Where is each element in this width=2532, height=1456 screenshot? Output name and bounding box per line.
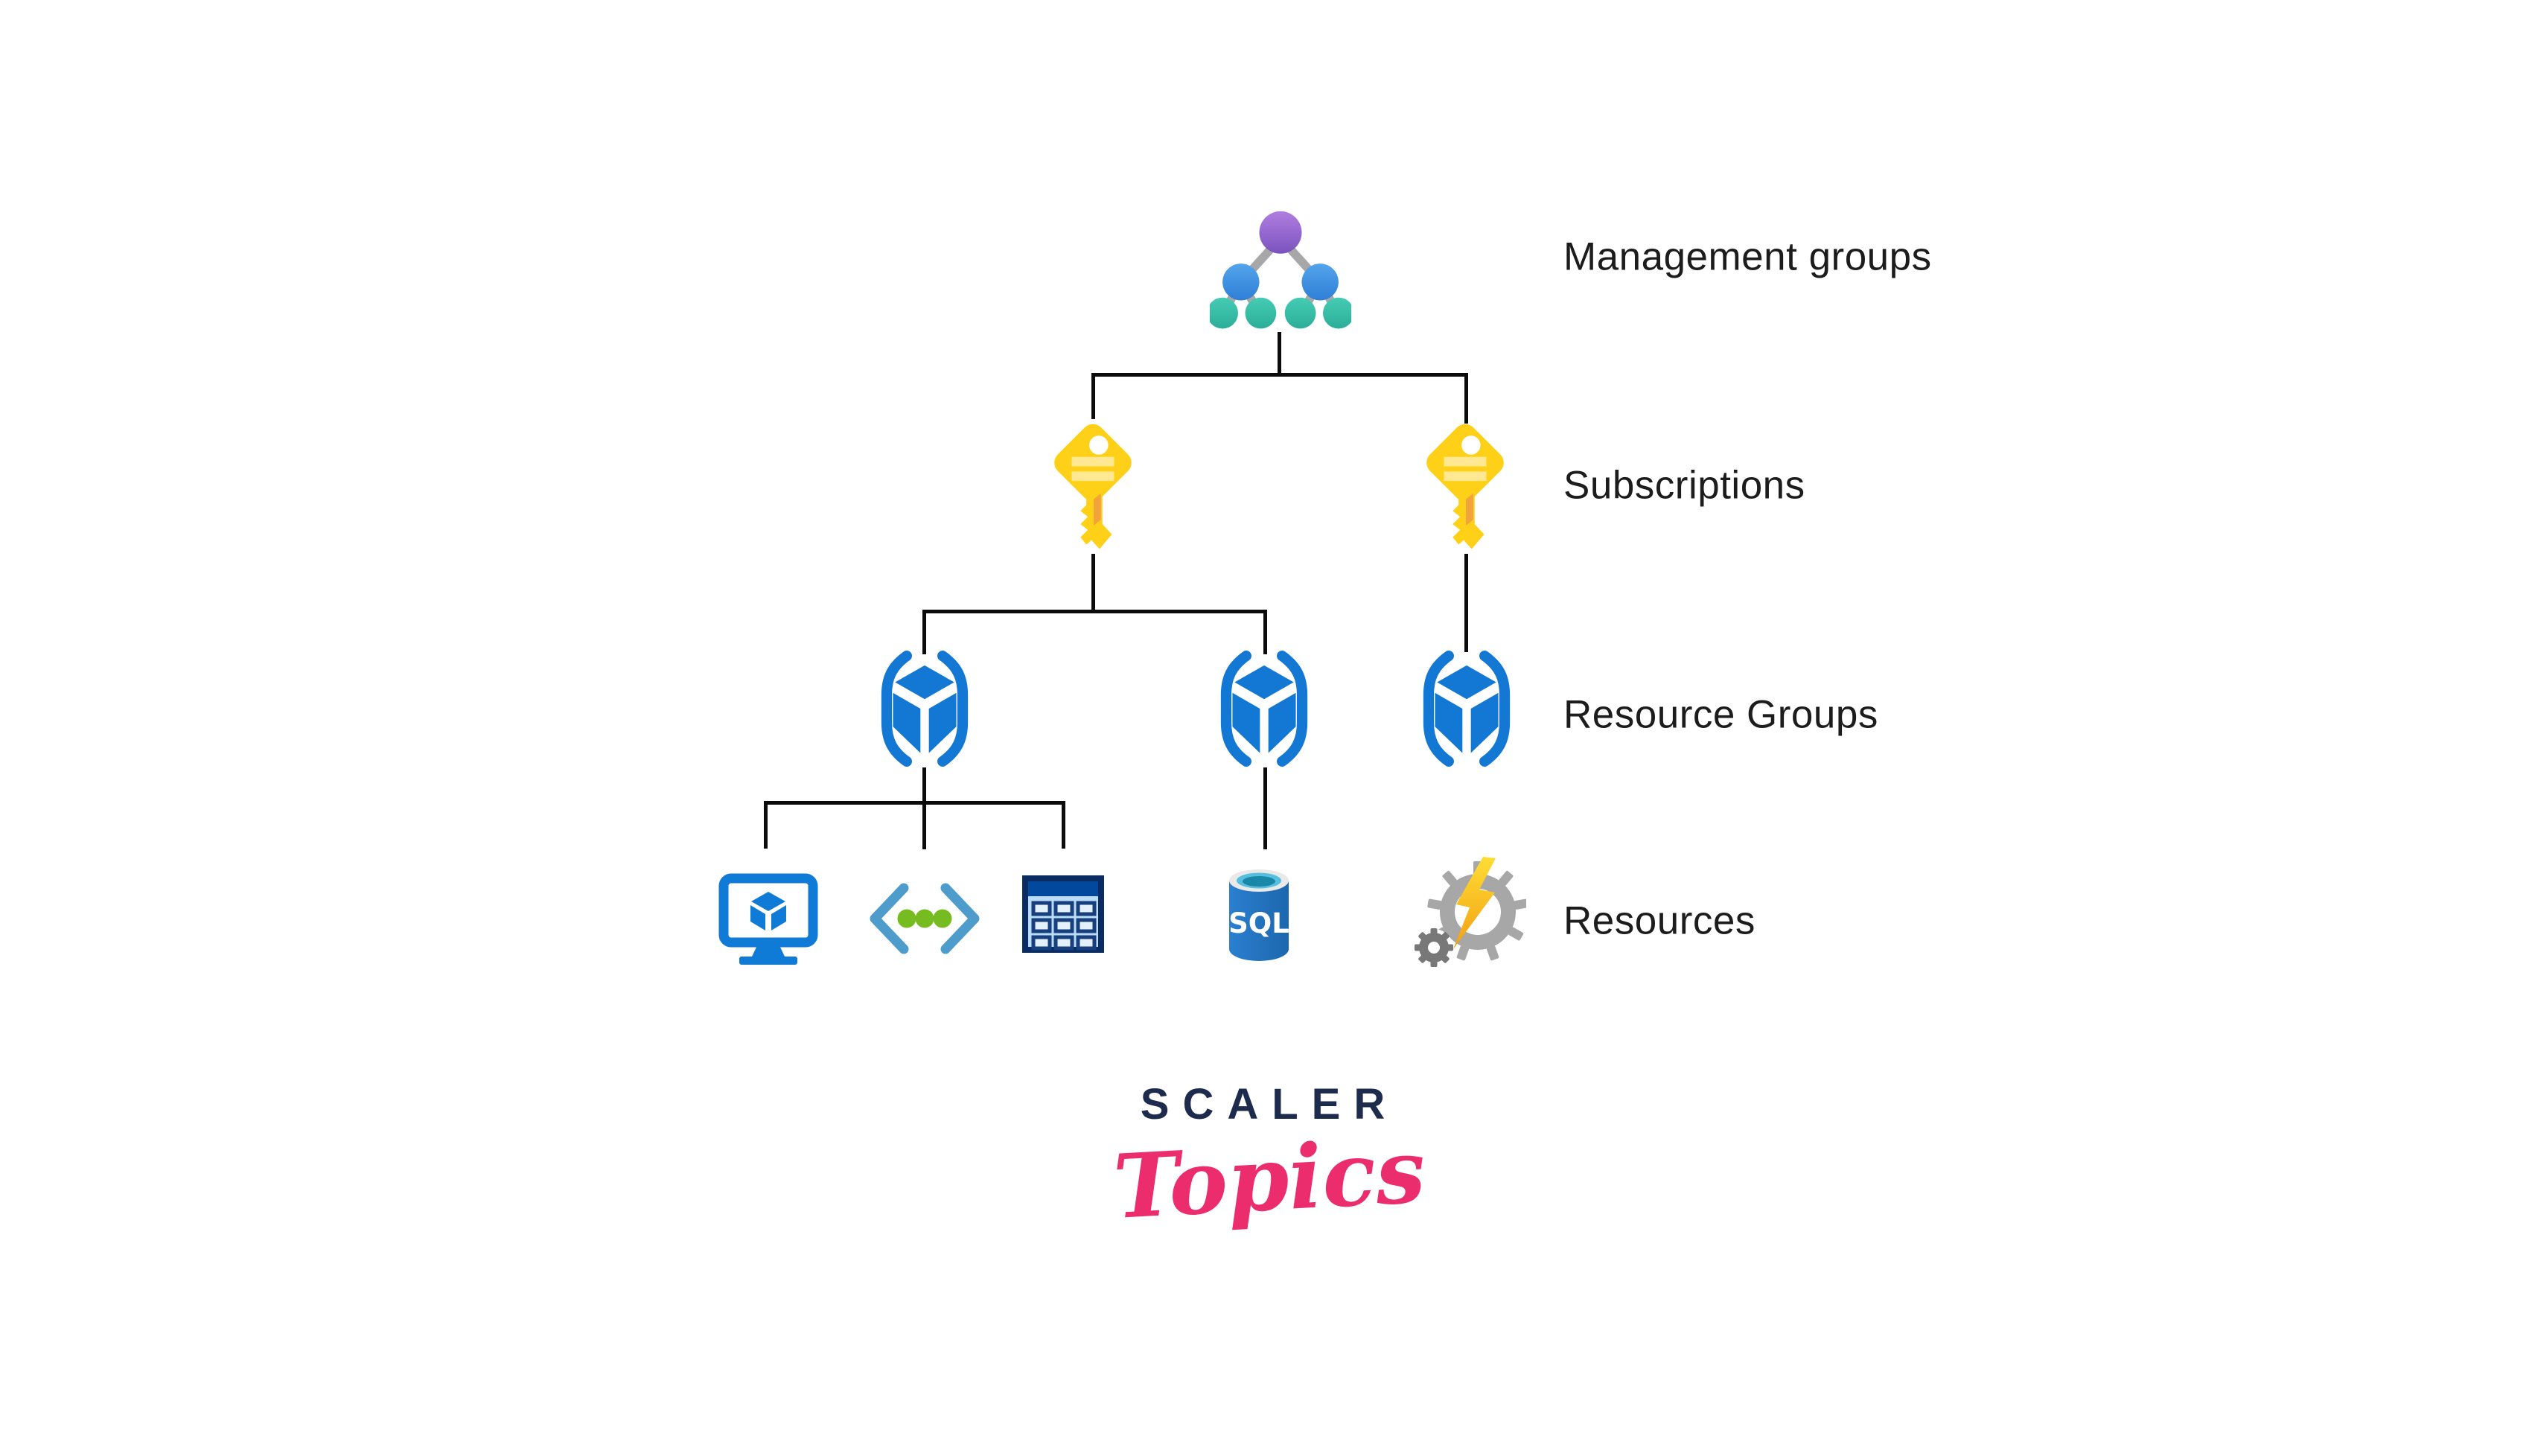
management-groups-tree-icon bbox=[1210, 201, 1351, 329]
connector-rg2-stem bbox=[1263, 767, 1267, 849]
sql-database-icon: SQL bbox=[1222, 860, 1296, 971]
connector-level3-drop-left bbox=[764, 801, 768, 849]
connector-level3-bar bbox=[764, 801, 1065, 805]
label-resource-groups: Resource Groups bbox=[1563, 692, 1878, 737]
connector-level1-drop-left bbox=[1091, 373, 1095, 419]
label-management-groups: Management groups bbox=[1563, 234, 1932, 279]
connector-level1-drop-right bbox=[1464, 373, 1468, 424]
connector-level2-bar bbox=[922, 610, 1267, 613]
connector-key1-stem bbox=[1091, 554, 1095, 613]
table-storage-icon bbox=[1022, 875, 1104, 953]
connector-level1-bar bbox=[1091, 373, 1468, 377]
connector-key2-stem bbox=[1464, 554, 1468, 652]
logo-text-scaler: SCALER bbox=[1140, 1080, 1399, 1128]
connector-rg1-stem bbox=[922, 767, 926, 849]
virtual-machine-icon bbox=[716, 872, 820, 969]
sql-label: SQL bbox=[1228, 907, 1289, 939]
scaler-topics-logo: SCALER Topics bbox=[1111, 1079, 1427, 1239]
subscription-key-icon bbox=[1425, 417, 1505, 557]
logo-text-topics: Topics bbox=[1111, 1119, 1428, 1239]
connector-level2-drop-right bbox=[1263, 610, 1267, 654]
connector-level3-drop-right bbox=[1062, 801, 1065, 849]
subscription-key-icon bbox=[1053, 417, 1133, 557]
resource-group-icon bbox=[1413, 651, 1520, 767]
label-subscriptions: Subscriptions bbox=[1563, 463, 1805, 508]
resource-group-icon bbox=[1211, 651, 1318, 767]
connector-mgmt-stem bbox=[1278, 332, 1281, 376]
connector-level2-drop-left bbox=[922, 610, 926, 654]
resource-group-icon bbox=[871, 651, 978, 767]
label-resources: Resources bbox=[1563, 898, 1756, 943]
api-code-icon bbox=[865, 881, 984, 956]
automation-gears-icon bbox=[1407, 854, 1526, 973]
